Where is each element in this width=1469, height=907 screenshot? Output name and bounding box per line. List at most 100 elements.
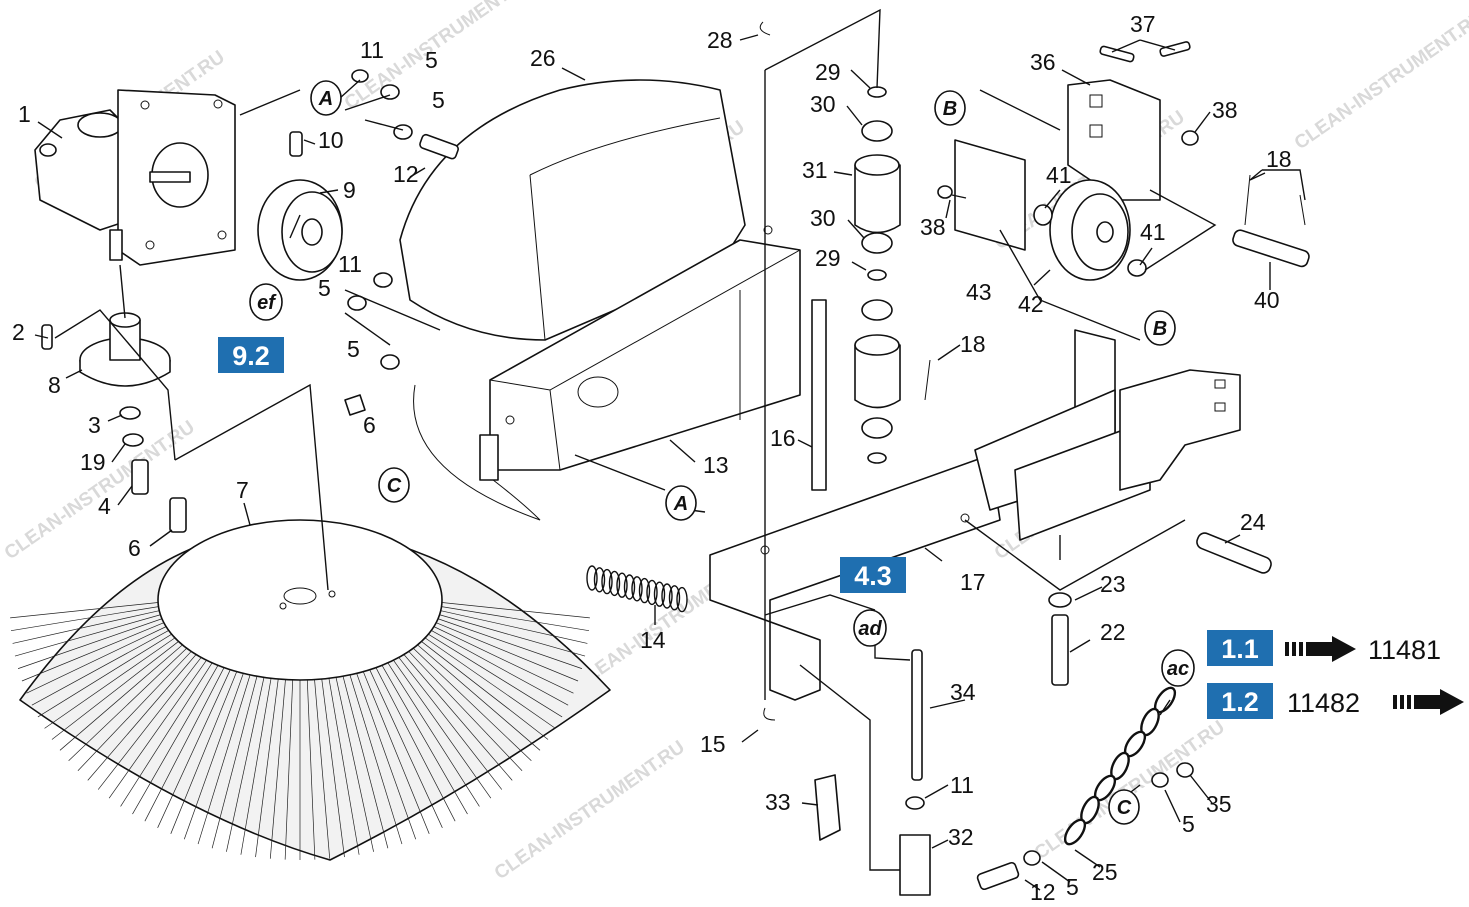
part-number-5: 5	[432, 87, 445, 113]
gear-motor	[34, 89, 236, 266]
chain	[1063, 686, 1177, 846]
watermark: CLEAN-INSTRUMENT.RU	[1291, 7, 1469, 154]
part-number-6: 6	[128, 535, 141, 561]
watermark: CLEAN-INSTRUMENT.RU	[491, 737, 689, 884]
svg-text:C: C	[387, 475, 402, 497]
svg-text:9.2[interactable]: 9.2	[232, 341, 270, 371]
leader-lines	[34, 8, 1306, 891]
part-number-23: 23	[1100, 571, 1126, 597]
svg-text:A: A	[318, 88, 333, 110]
ref-marker-ac: ac	[1161, 649, 1195, 687]
ref-marker-ad: ad	[853, 609, 887, 647]
part-number-4: 4	[98, 493, 111, 519]
ref-marker-c: C	[1108, 789, 1140, 825]
part-number-37: 37	[1130, 11, 1156, 37]
part-number-17: 17	[960, 569, 986, 595]
part-number-22: 22	[1100, 619, 1126, 645]
prev-page-link[interactable]: 11482	[1287, 688, 1464, 718]
part-number-18: 18	[960, 331, 986, 357]
part-number-7: 7	[236, 477, 249, 503]
frame-bracket	[413, 225, 801, 521]
page-navigation[interactable]: 11481 11482	[1285, 635, 1464, 718]
part-number-9: 9	[343, 177, 356, 203]
part-number-15: 15	[700, 731, 726, 757]
ref-marker-a: A	[665, 485, 697, 521]
part-number-14: 14	[640, 627, 666, 653]
part-number-12: 12	[393, 161, 419, 187]
part-number-5: 5	[318, 275, 331, 301]
part-number-2: 2	[12, 319, 25, 345]
dashed-arrow-right-icon	[1393, 689, 1464, 715]
part-number-42: 42	[1018, 291, 1044, 317]
part-number-6: 6	[363, 412, 376, 438]
section-links[interactable]: 9.2 4.3 1.1 1.2	[218, 337, 1273, 719]
section-link-9-2[interactable]: 9.2	[218, 337, 284, 373]
part-number-1: 1	[18, 101, 31, 127]
side-brush	[10, 519, 611, 861]
svg-text:B: B	[1153, 318, 1167, 340]
right-fasteners	[344, 21, 1306, 896]
part-number-10: 10	[318, 127, 344, 153]
part-number-25: 25	[1092, 859, 1118, 885]
part-number-31: 31	[802, 157, 828, 183]
brush-hub	[41, 312, 171, 387]
shaft-stack	[811, 86, 901, 491]
prev-page-number[interactable]: 11482	[1287, 688, 1360, 718]
part-number-11: 11	[338, 251, 362, 277]
ref-marker-b: B	[934, 90, 966, 126]
left-fasteners	[119, 131, 303, 533]
part-number-36: 36	[1030, 49, 1056, 75]
part-number-33: 33	[765, 789, 791, 815]
svg-text:A: A	[673, 493, 688, 515]
part-number-8: 8	[48, 372, 61, 398]
part-number-35: 35	[1206, 791, 1232, 817]
part-number-26: 26	[530, 45, 556, 71]
part-number-3: 3	[88, 412, 101, 438]
part-number-19: 19	[80, 449, 106, 475]
svg-text:1.1[interactable]: 1.1	[1221, 634, 1259, 664]
svg-text:ad: ad	[858, 618, 882, 640]
pulley	[257, 179, 343, 281]
section-link-4-3[interactable]: 4.3	[840, 557, 906, 593]
part-number-18: 18	[1266, 146, 1292, 172]
part-number-40: 40	[1254, 287, 1280, 313]
ref-marker-ef: ef	[249, 283, 283, 321]
part-number-30: 30	[810, 205, 836, 231]
part-number-12: 12	[1030, 879, 1056, 905]
svg-text:ef: ef	[257, 292, 277, 314]
part-number-5: 5	[425, 47, 438, 73]
dashed-arrow-right-icon	[1285, 636, 1356, 662]
watermark: CLEAN-INSTRUMENT.RU	[1, 417, 199, 564]
next-page-number[interactable]: 11481	[1368, 635, 1441, 665]
part-number-24: 24	[1240, 509, 1266, 535]
part-number-29: 29	[815, 59, 841, 85]
part-number-30: 30	[810, 91, 836, 117]
drawing	[10, 8, 1310, 896]
next-page-link[interactable]: 11481	[1285, 635, 1441, 665]
ref-marker-a: A	[310, 80, 342, 116]
svg-text:1.2[interactable]: 1.2	[1221, 687, 1259, 717]
part-number-11: 11	[360, 37, 384, 63]
part-number-41: 41	[1140, 219, 1166, 245]
section-link-1-2[interactable]: 1.2	[1207, 683, 1273, 719]
section-link-1-1[interactable]: 1.1	[1207, 630, 1273, 666]
part-number-29: 29	[815, 245, 841, 271]
part-number-41: 41	[1046, 162, 1072, 188]
ref-marker-b: B	[1144, 310, 1176, 346]
caster-assembly	[937, 41, 1310, 281]
part-number-5: 5	[1066, 874, 1079, 900]
part-number-38: 38	[1212, 97, 1238, 123]
ref-marker-c: C	[378, 467, 410, 503]
part-number-32: 32	[948, 824, 974, 850]
part-number-34: 34	[950, 679, 976, 705]
part-number-11: 11	[950, 772, 974, 798]
part-number-5: 5	[347, 336, 360, 362]
part-number-43: 43	[966, 279, 992, 305]
spring	[586, 565, 688, 613]
part-number-28: 28	[707, 27, 733, 53]
svg-text:4.3[interactable]: 4.3	[854, 561, 892, 591]
part-number-5: 5	[1182, 811, 1195, 837]
svg-text:ac: ac	[1167, 658, 1189, 680]
svg-text:C: C	[1117, 797, 1132, 819]
